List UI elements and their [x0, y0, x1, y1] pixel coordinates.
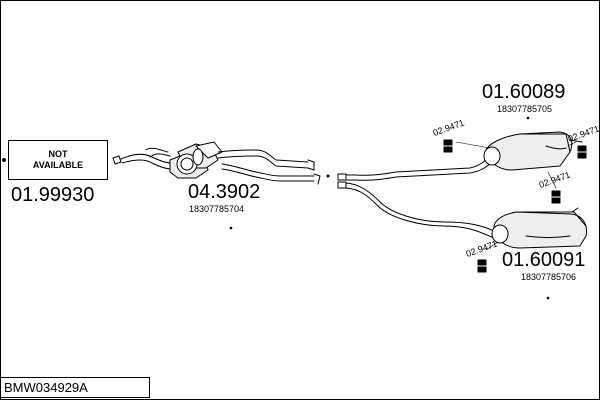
- reference-dot: [526, 116, 530, 120]
- rubber-mount-icon: [441, 139, 455, 153]
- reference-dot: [229, 226, 233, 230]
- rubber-mount-icon: [475, 259, 489, 273]
- rubber-mount-icon: [549, 190, 563, 204]
- oem-number-catalyst: 18307785704: [189, 204, 245, 214]
- oem-number-lower-silencer: 18307785706: [521, 272, 577, 282]
- front-connector-dot: [2, 158, 6, 162]
- reference-dot: [546, 296, 550, 300]
- oem-number-upper-silencer: 18307785705: [497, 104, 553, 114]
- leader-line-mount-d: [485, 241, 499, 251]
- leader-line-mount-b: [567, 141, 577, 147]
- diagram-code-label: BMW034929A: [0, 377, 150, 398]
- center-dot: [326, 174, 330, 178]
- part-number-upper-silencer: 01.60089: [482, 81, 566, 103]
- lower-silencer-drawing: [491, 207, 587, 249]
- leader-line-mount-a: [455, 141, 491, 149]
- part-number-lower-silencer: 01.60091: [502, 249, 586, 271]
- leader-line-mount-c: [547, 171, 557, 189]
- not-available-line1: NOT: [48, 149, 68, 159]
- catalyst-section-drawing: [112, 141, 321, 185]
- not-available-box: NOT AVAILABLE: [8, 140, 108, 180]
- upper-silencer-drawing: [483, 131, 583, 171]
- rubber-mount-icon: [575, 145, 589, 159]
- rear-pipe-drawing: [337, 155, 497, 239]
- part-number-catalyst: 04.3902: [188, 181, 261, 203]
- part-number-not-available: 01.99930: [11, 184, 95, 206]
- not-available-line2: AVAILABLE: [32, 160, 84, 170]
